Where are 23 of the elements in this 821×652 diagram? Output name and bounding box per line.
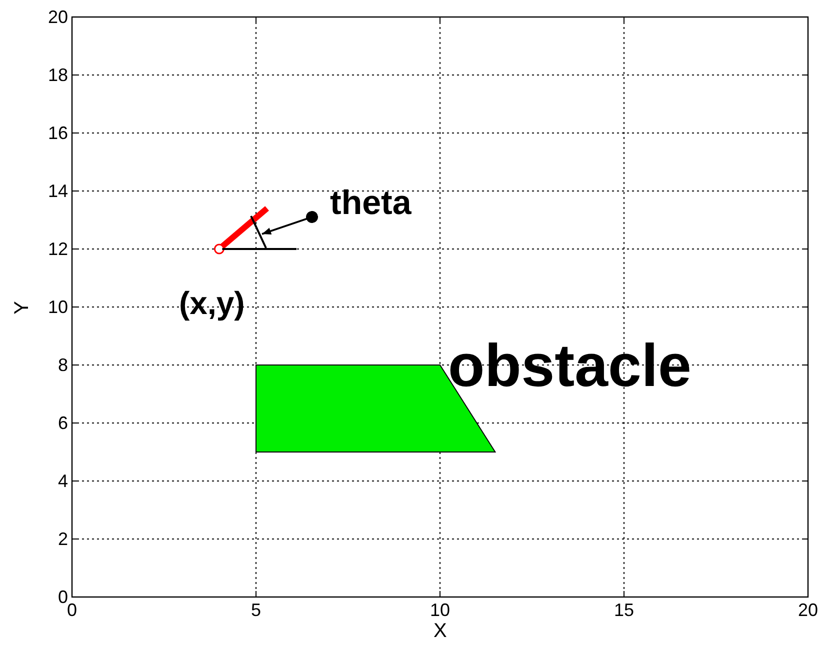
- tick-label: 14: [48, 182, 68, 200]
- axis-title: X: [434, 621, 447, 641]
- tick-label: 5: [251, 601, 262, 619]
- tick-label: 20: [48, 8, 68, 26]
- tick-label: 8: [58, 356, 68, 374]
- tick-label: 6: [58, 414, 68, 432]
- tick-label: 15: [614, 601, 634, 619]
- tick-label: 0: [67, 601, 78, 619]
- tick-label: 10: [48, 298, 68, 316]
- position-label: (x,y): [179, 287, 245, 319]
- tick-label: 2: [58, 530, 68, 548]
- angle-mark: [250, 216, 267, 248]
- tick-label: 12: [48, 240, 68, 258]
- tick-label: 0: [58, 588, 68, 606]
- tick-label: 18: [48, 66, 68, 84]
- tick-label: 16: [48, 124, 68, 142]
- angle-label: theta: [330, 186, 412, 220]
- tick-label: 4: [58, 472, 68, 490]
- obstacle-label: obstacle: [448, 336, 692, 396]
- tick-label: 20: [798, 601, 818, 619]
- axis-title: Y: [12, 300, 32, 314]
- tick-label: 10: [430, 601, 450, 619]
- leader-arrow: [262, 211, 318, 235]
